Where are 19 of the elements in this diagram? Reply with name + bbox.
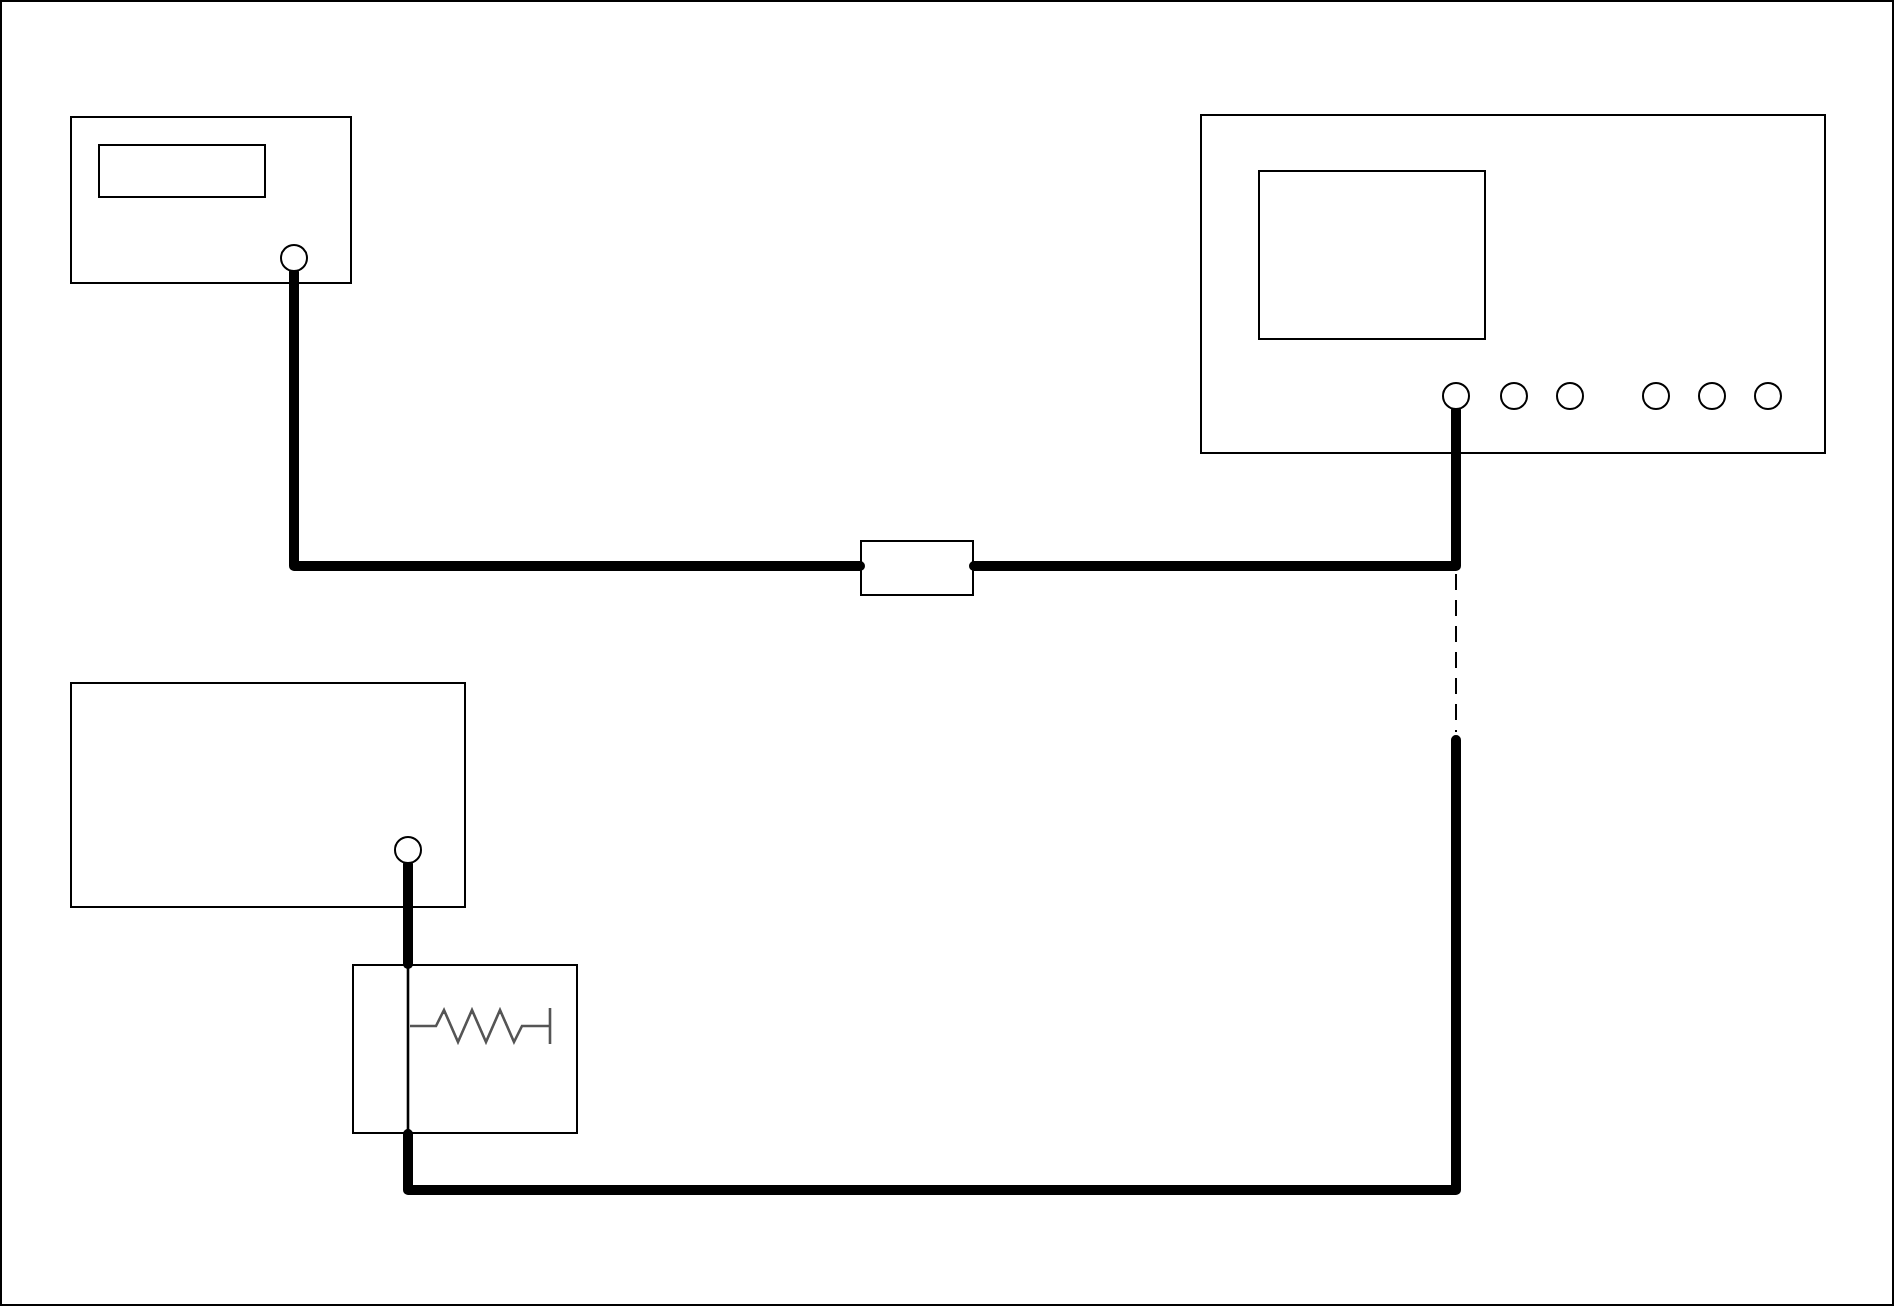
cable-line: [969, 405, 1461, 571]
connector-port: [393, 835, 422, 864]
signal-generator-box: [70, 116, 352, 284]
knob-icon: [1499, 381, 1528, 410]
knob-icon: [1697, 381, 1726, 410]
knob-icon: [1753, 381, 1782, 410]
connector-port: [279, 243, 308, 272]
attenuator-box: [860, 540, 974, 596]
termination-box: [352, 964, 578, 1134]
connector-port: [1441, 381, 1470, 410]
knob-icon: [1641, 381, 1670, 410]
cable-line: [403, 859, 413, 969]
oscilloscope-box: [1200, 114, 1826, 454]
instrument-box: [70, 682, 466, 908]
screen-window: [1257, 169, 1486, 340]
display-window: [97, 143, 266, 198]
cable-line: [403, 735, 1461, 1195]
cable-line: [289, 267, 865, 571]
knob-icon: [1555, 381, 1584, 410]
